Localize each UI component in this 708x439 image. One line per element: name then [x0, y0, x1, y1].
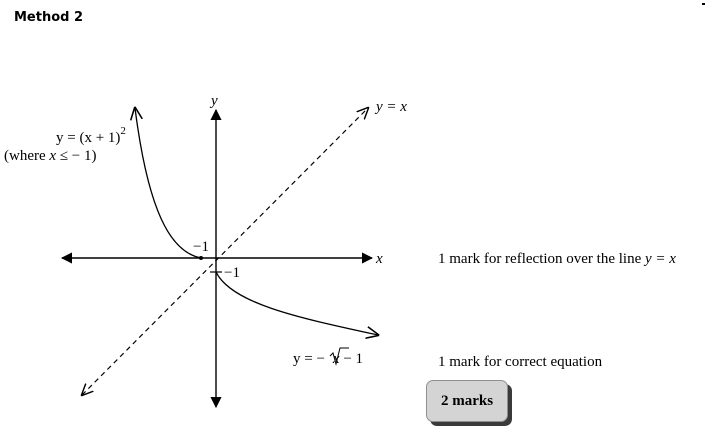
x-intercept-label: −1 — [193, 239, 209, 255]
curve1-condition-prefix: (where — [4, 148, 49, 164]
curve1-exponent: 2 — [120, 125, 126, 137]
corner-mark — [702, 3, 705, 5]
x-intercept-point — [199, 256, 203, 260]
line-y-equals-x — [82, 108, 368, 395]
method-heading: Method 2 — [14, 10, 84, 25]
curve2-lhs: y = − — [293, 351, 325, 367]
curve1-condition-var: x — [48, 148, 56, 164]
curve1-equation: y = (x + 1)2 — [56, 125, 126, 146]
reflection-note-line: y = x — [645, 251, 676, 267]
curve2-tail: − 1 — [340, 351, 363, 367]
reflection-note: 1 mark for reflection over the line y = … — [438, 251, 676, 268]
equation-note: 1 mark for correct equation — [438, 354, 603, 370]
root-curve — [215, 271, 378, 335]
curve2-radicand: x — [332, 351, 340, 367]
marks-badge: 2 marks — [426, 380, 508, 422]
reflection-note-text: 1 mark for reflection over the line — [438, 251, 645, 267]
curve2-equation: y = − x − 1 — [293, 351, 363, 367]
curve1-condition: (where x ≤ − 1) — [4, 148, 97, 164]
curve1-equation-main: y = (x + 1) — [56, 130, 120, 146]
curve1-condition-suffix: ≤ − 1) — [56, 148, 96, 164]
y-intercept-label: −1 — [224, 265, 240, 281]
radical-sign — [329, 347, 349, 366]
y-axis-label: y — [209, 93, 218, 109]
x-axis-label: x — [375, 251, 383, 267]
parabola-curve — [135, 108, 202, 259]
line-label: y = x — [374, 99, 407, 115]
